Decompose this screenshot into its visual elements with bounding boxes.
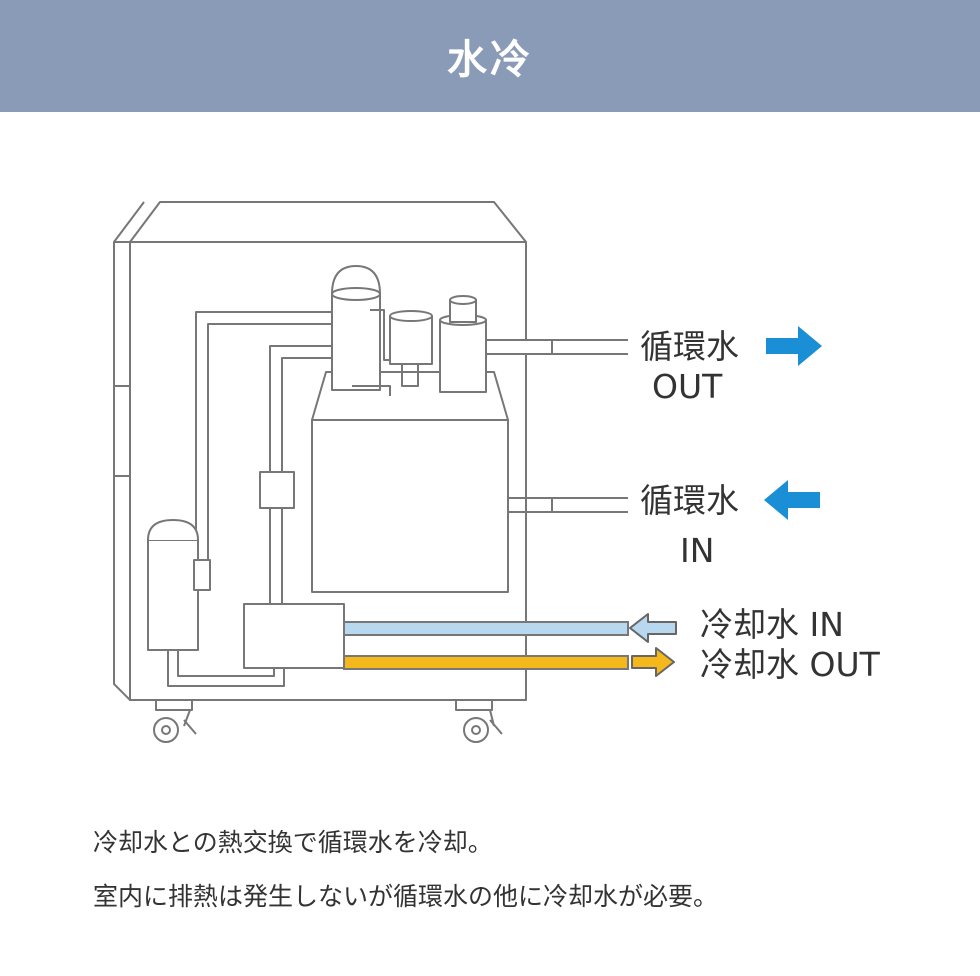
circulation-in-label-line1: 循環水 — [640, 481, 739, 520]
circulation-in-pipe — [508, 497, 628, 513]
pump-cylinder — [331, 265, 406, 396]
cooling-in-arrow — [629, 613, 677, 643]
chiller-illustration — [113, 201, 822, 743]
heat-exchanger-box — [311, 371, 509, 593]
circulation-in-label-line2: IN — [680, 531, 715, 570]
cooling-out-label: 冷却水 OUT — [700, 645, 880, 684]
header-banner: 水冷 — [0, 0, 980, 112]
caster-left — [153, 699, 197, 743]
compressor — [147, 519, 285, 687]
cooling-water-out-pipe — [343, 647, 675, 677]
condenser-box — [243, 603, 345, 669]
caption-line-2: 室内に排熱は発生しないが循環水の他に冷却水が必要。 — [93, 882, 719, 911]
cooling-in-label: 冷却水 IN — [700, 605, 844, 644]
refrigerant-line — [195, 311, 332, 614]
circulation-out-pipe — [485, 339, 628, 355]
caster-right — [455, 699, 503, 743]
water-cooling-diagram: 循環水 OUT 循環水 IN 冷却水 IN 冷却水 OUT — [0, 112, 980, 812]
expansion-valve — [259, 471, 295, 509]
caption-line-1: 冷却水との熱交換で循環水を冷却。 — [93, 828, 493, 857]
circulation-in-arrow — [764, 480, 820, 520]
cooling-out-arrow — [631, 647, 675, 677]
cooling-water-in-pipe — [343, 613, 677, 643]
page-title: 水冷 — [447, 37, 533, 83]
flow-sensor — [389, 310, 433, 387]
circulation-out-label-line1: 循環水 — [640, 327, 739, 366]
circulation-out-arrow — [766, 326, 822, 366]
circulation-out-label-line2: OUT — [652, 367, 723, 406]
reservoir-cylinder — [439, 295, 487, 393]
